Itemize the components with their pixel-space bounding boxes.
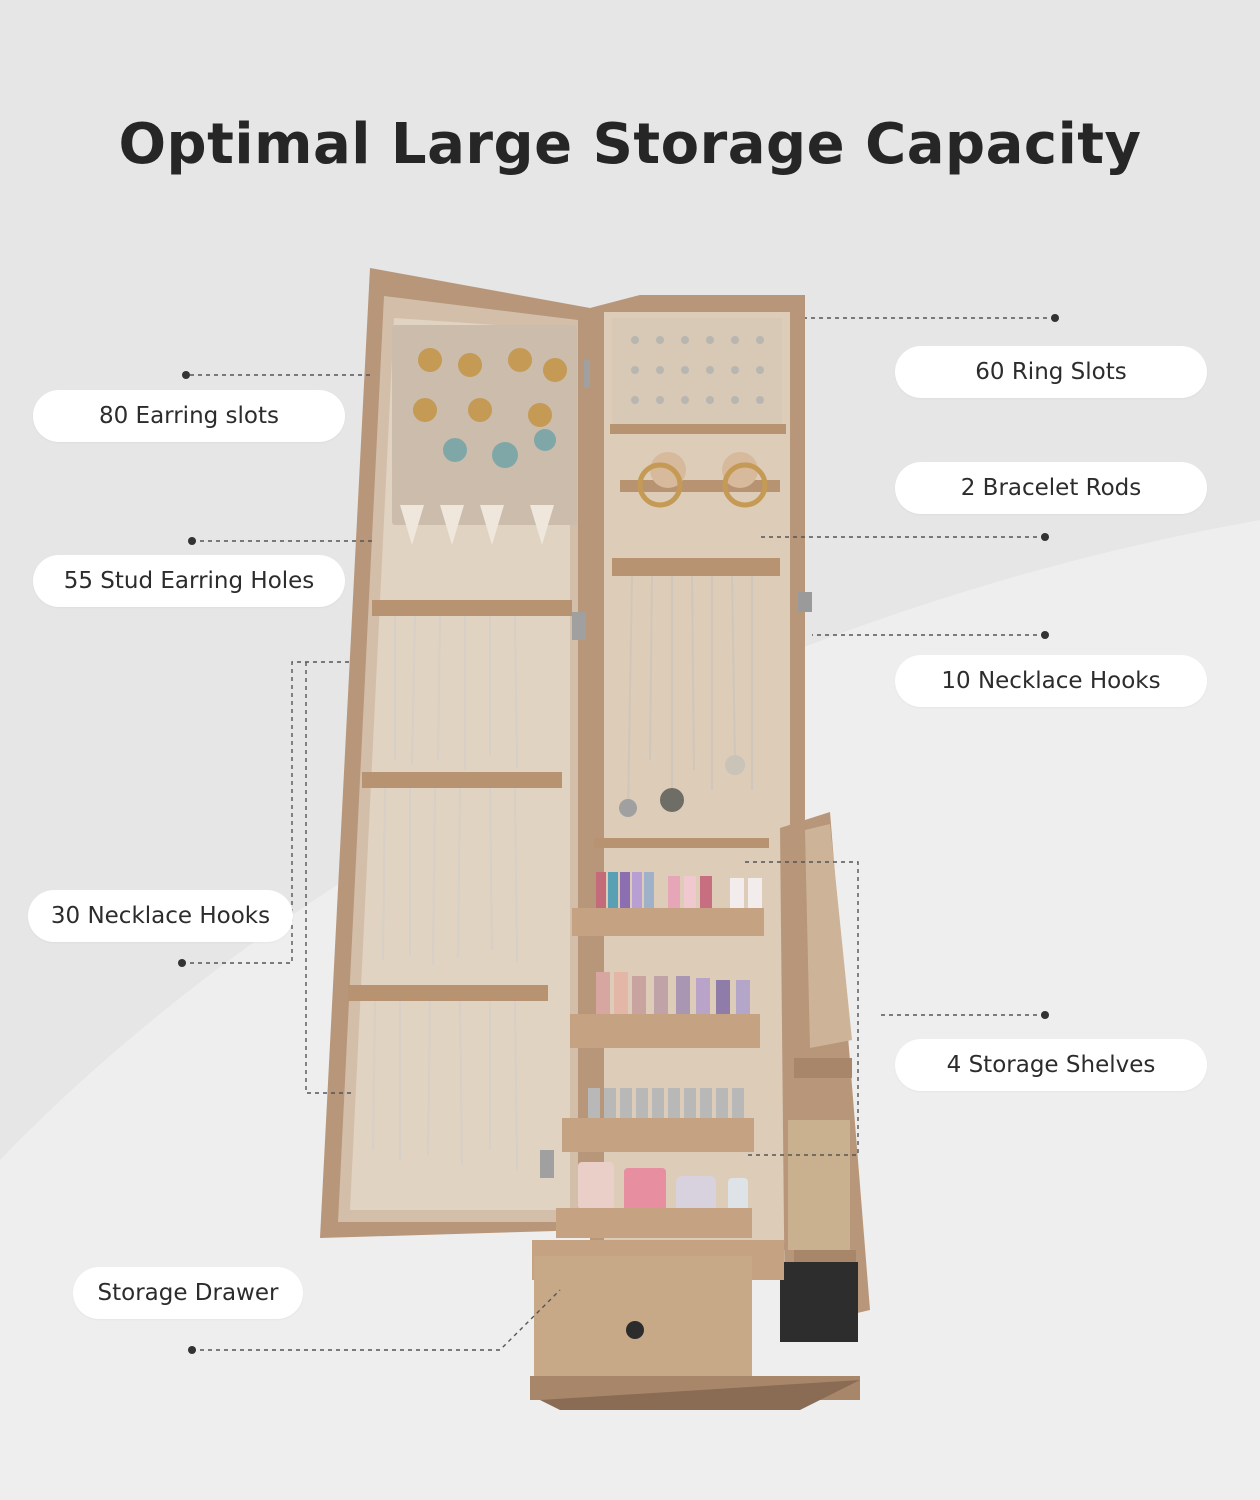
callout-dot bbox=[188, 1346, 196, 1354]
callout-dot bbox=[178, 959, 186, 967]
callout-dot bbox=[188, 537, 196, 545]
callout-dot bbox=[1041, 1011, 1049, 1019]
callout-ring-slots: 60 Ring Slots bbox=[895, 346, 1207, 398]
callout-necklace-hooks-door: 30 Necklace Hooks bbox=[28, 890, 293, 942]
page-title: Optimal Large Storage Capacity bbox=[118, 112, 1142, 177]
side-tower bbox=[780, 812, 870, 1342]
callout-bracelet-rods: 2 Bracelet Rods bbox=[895, 462, 1207, 514]
callout-dot bbox=[1041, 533, 1049, 541]
main-cabinet bbox=[556, 295, 812, 1250]
shelf-2 bbox=[570, 972, 760, 1048]
callout-dot bbox=[182, 371, 190, 379]
storage-drawer bbox=[530, 1240, 860, 1410]
callout-stud-earring-holes: 55 Stud Earring Holes bbox=[33, 555, 345, 607]
callout-dot bbox=[1041, 631, 1049, 639]
callout-storage-shelves: 4 Storage Shelves bbox=[895, 1039, 1207, 1091]
leader-lines bbox=[182, 317, 1055, 1351]
left-door bbox=[320, 268, 598, 1238]
callout-necklace-hooks-cabinet: 10 Necklace Hooks bbox=[895, 655, 1207, 707]
shelf-3 bbox=[562, 1088, 754, 1152]
shelf-1 bbox=[572, 872, 764, 936]
callout-earring-slots: 80 Earring slots bbox=[33, 390, 345, 442]
shelf-4 bbox=[556, 1162, 752, 1238]
callout-storage-drawer: Storage Drawer bbox=[73, 1267, 303, 1319]
callout-dot bbox=[1051, 314, 1059, 322]
